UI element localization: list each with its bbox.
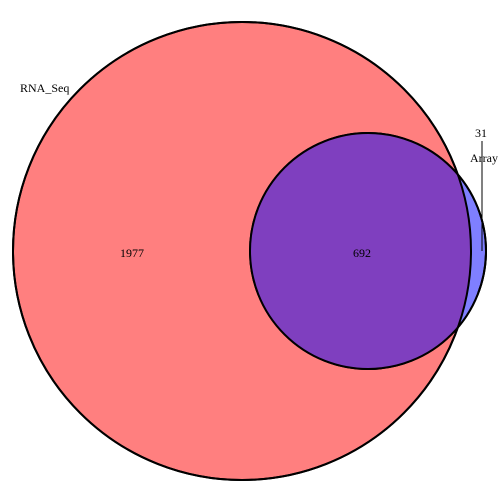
intersection-count: 692 xyxy=(353,246,371,260)
intersection-region xyxy=(250,133,471,369)
array-outline xyxy=(249,132,487,370)
array-only-count: 31 xyxy=(475,126,487,140)
array-set-label: Array xyxy=(470,151,498,165)
rna-seq-set-label: RNA_Seq xyxy=(20,81,69,95)
rna-seq-outline xyxy=(12,21,472,481)
rna-seq-only-count: 1977 xyxy=(120,246,144,260)
